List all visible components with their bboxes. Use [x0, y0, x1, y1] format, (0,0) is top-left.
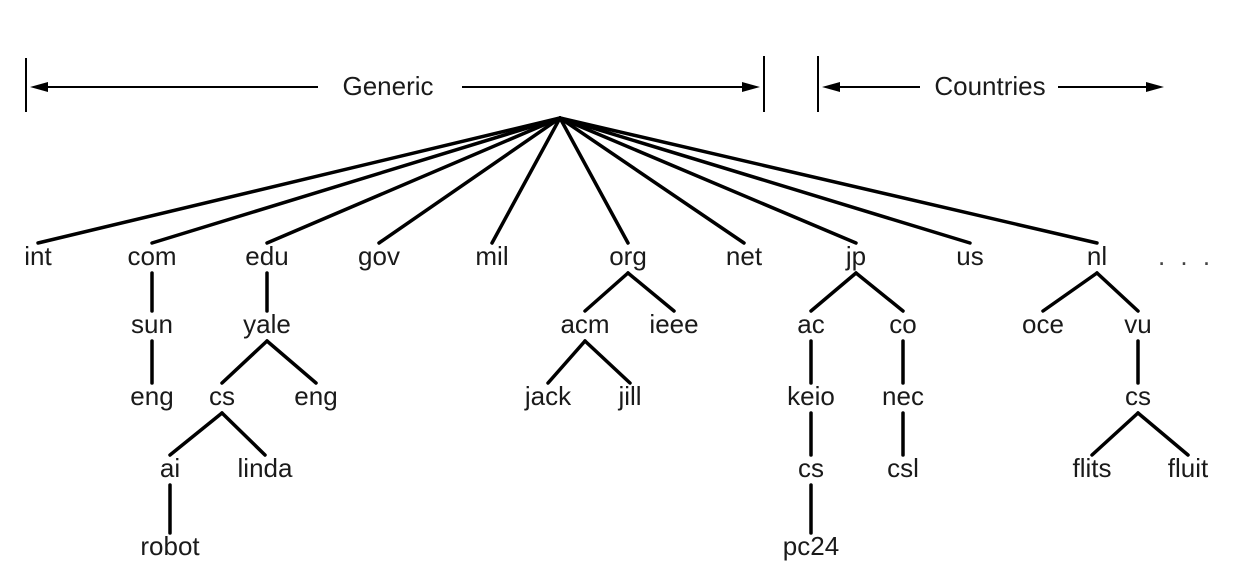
edge-to-jill-5-0-1: [583, 339, 632, 385]
edge-to-org-5: [558, 116, 630, 245]
node-keio-7-0-0: keio: [787, 381, 835, 411]
edge-to-gov-3: [377, 116, 562, 245]
tree-nodes: int com sun eng edu yale cs ai robot linda eng gov m…: [24, 241, 1209, 561]
node-ac-7-0: ac: [797, 309, 824, 339]
node-cs-7-0-0-0: cs: [798, 453, 824, 483]
edge-to-us-8: [558, 116, 972, 245]
node-acm-5-0: acm: [560, 309, 609, 339]
node-com-1: com: [127, 241, 176, 271]
generic-right-arrowhead: [742, 82, 760, 92]
edge-to-ac-7-0: [809, 271, 858, 313]
edge-to-int-0: [36, 116, 562, 245]
edge-to-linda-2-0-0-1: [220, 411, 267, 457]
node-yale-2-0: yale: [243, 309, 291, 339]
countries-label: Countries: [934, 71, 1045, 101]
edge-to-jack-5-0-0: [546, 339, 587, 385]
node-mil-4: mil: [475, 241, 508, 271]
node-fluit-9-1-0-1: fluit: [1168, 453, 1209, 483]
node-jack-5-0-0: jack: [524, 381, 572, 411]
tree-edges: [36, 116, 1190, 535]
edge-to-eng-2-0-1: [265, 339, 318, 385]
edge-to-mil-4: [490, 116, 562, 245]
node-pc24-7-0-0-0-0: pc24: [783, 531, 839, 561]
countries-span: Countries: [817, 56, 1164, 112]
generic-span: Generic: [25, 56, 765, 112]
node-ieee-5-1: ieee: [649, 309, 698, 339]
node-vu-9-1: vu: [1124, 309, 1151, 339]
more-domains-ellipsis: . . .: [1158, 241, 1214, 271]
edge-to-cs-2-0-0: [220, 339, 269, 385]
node-csl-7-1-0-0: csl: [887, 453, 919, 483]
edge-to-acm-5-0: [583, 271, 630, 313]
node-org-5: org: [609, 241, 647, 271]
countries-right-arrowhead: [1146, 82, 1164, 92]
node-gov-3: gov: [358, 241, 400, 271]
edge-to-ieee-5-1: [626, 271, 676, 313]
node-jp-7: jp: [845, 241, 866, 271]
node-robot-2-0-0-0-0: robot: [140, 531, 200, 561]
node-jill-5-0-1: jill: [617, 381, 641, 411]
edge-to-ai-2-0-0-0: [168, 411, 224, 457]
node-nec-7-1-0: nec: [882, 381, 924, 411]
edge-to-co-7-1: [854, 271, 905, 313]
node-net-6: net: [726, 241, 763, 271]
node-eng-2-0-1: eng: [294, 381, 337, 411]
generic-label: Generic: [342, 71, 433, 101]
edge-to-vu-9-1: [1095, 271, 1140, 313]
node-us-8: us: [956, 241, 983, 271]
edge-to-flits-9-1-0-0: [1090, 411, 1140, 457]
edge-to-edu-2: [265, 116, 562, 245]
node-edu-2: edu: [245, 241, 288, 271]
edge-to-jp-7: [558, 116, 858, 245]
edge-to-nl-9: [558, 116, 1099, 245]
edge-to-fluit-9-1-0-1: [1136, 411, 1190, 457]
edge-to-com-1: [150, 116, 562, 245]
node-int-0: int: [24, 241, 52, 271]
node-cs-2-0-0: cs: [209, 381, 235, 411]
node-linda-2-0-0-1: linda: [238, 453, 293, 483]
node-eng-1-0-0: eng: [130, 381, 173, 411]
generic-left-arrowhead: [30, 82, 48, 92]
edge-to-oce-9-0: [1041, 271, 1099, 313]
node-oce-9-0: oce: [1022, 309, 1064, 339]
node-nl-9: nl: [1087, 241, 1107, 271]
node-cs-9-1-0: cs: [1125, 381, 1151, 411]
node-sun-1-0: sun: [131, 309, 173, 339]
node-co-7-1: co: [889, 309, 916, 339]
edge-to-net-6: [558, 116, 746, 245]
countries-left-arrowhead: [822, 82, 840, 92]
node-flits-9-1-0-0: flits: [1073, 453, 1112, 483]
node-ai-2-0-0-0: ai: [160, 453, 180, 483]
